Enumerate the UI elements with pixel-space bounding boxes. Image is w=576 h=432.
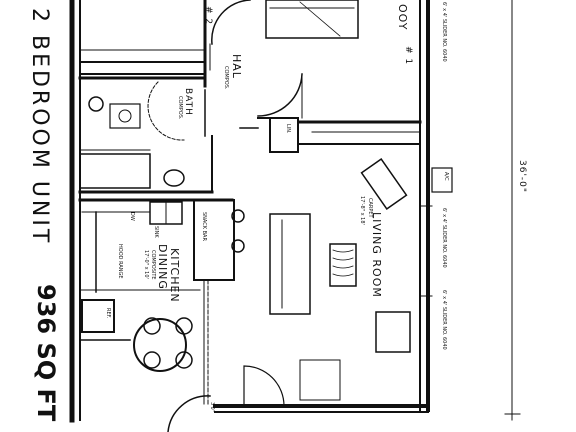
bedroom-2-closet (79, 61, 206, 75)
window-slider-2: 6' x 4' SLIDER NO. 6040 (441, 290, 447, 350)
dining-chair-4 (175, 351, 193, 369)
refrigerator (81, 299, 115, 333)
bar-stool-1 (231, 209, 245, 223)
window-slider-1: 6' x 4' SLIDER NO. 6040 (441, 208, 447, 268)
refrigerator-label: REF. (105, 308, 111, 319)
bathtub (79, 153, 151, 189)
bath-label: BATH (183, 88, 193, 116)
entry-door (167, 395, 211, 432)
dining-chair-3 (143, 351, 161, 369)
hood-label: HOOD RANGE (117, 244, 123, 279)
coffee-table (329, 243, 357, 287)
bottom-door-dimension: 3'0" (209, 402, 215, 413)
dining-chair-1 (143, 317, 161, 335)
window-slider-top: 6' x 4' SLIDER NO. 6040 (441, 2, 447, 62)
unit-title: 2 BEDROOM UNIT (27, 8, 52, 246)
kitchen-floor: COMPOSITE (150, 250, 156, 280)
hall-door (257, 73, 303, 117)
bath-floor: COMPOS. (177, 96, 183, 120)
bedroom-1-bed (265, 0, 359, 39)
area-label: 936 SQ FT (32, 284, 60, 422)
ac-unit (431, 167, 453, 193)
bedroom-2-number: # 2 (203, 6, 213, 26)
bar-stool-2 (231, 239, 245, 253)
linen-label: LIN. (285, 124, 291, 134)
living-room-door (243, 365, 285, 407)
dining-table (133, 318, 187, 372)
overall-dimension: 36'-0" (517, 160, 527, 194)
hall-label: HAL (230, 54, 243, 79)
hall-floor: COMPOS. (223, 66, 229, 90)
kitchen-label: KITCHEN (168, 248, 181, 303)
bedroom-2-door (211, 0, 251, 45)
ac-label: A/C (443, 172, 449, 181)
bedroom-1-label: OOY (396, 4, 409, 31)
living-room-label: LIVING ROOM (370, 212, 383, 298)
living-room-note: CARPET (367, 198, 373, 218)
tv-stand (360, 158, 408, 210)
snack-bar (193, 199, 235, 281)
snack-bar-label: SNACK BAR (201, 212, 207, 241)
dining-chair-2 (175, 317, 193, 335)
kitchen-size: 17'-0" x 10' (143, 250, 149, 279)
sink-label: SINK (153, 226, 159, 238)
living-room-size: 17'-8" x 18' (359, 196, 365, 225)
armchair (375, 311, 411, 353)
side-table (299, 359, 341, 401)
bath-sink (163, 169, 185, 187)
dining-label: DINING (156, 244, 169, 290)
toilet (88, 96, 104, 112)
linen-closet (269, 117, 299, 153)
sofa (269, 213, 311, 315)
dishwasher-label: DW (129, 212, 135, 221)
bedroom-1-number: # 1 (403, 46, 413, 66)
